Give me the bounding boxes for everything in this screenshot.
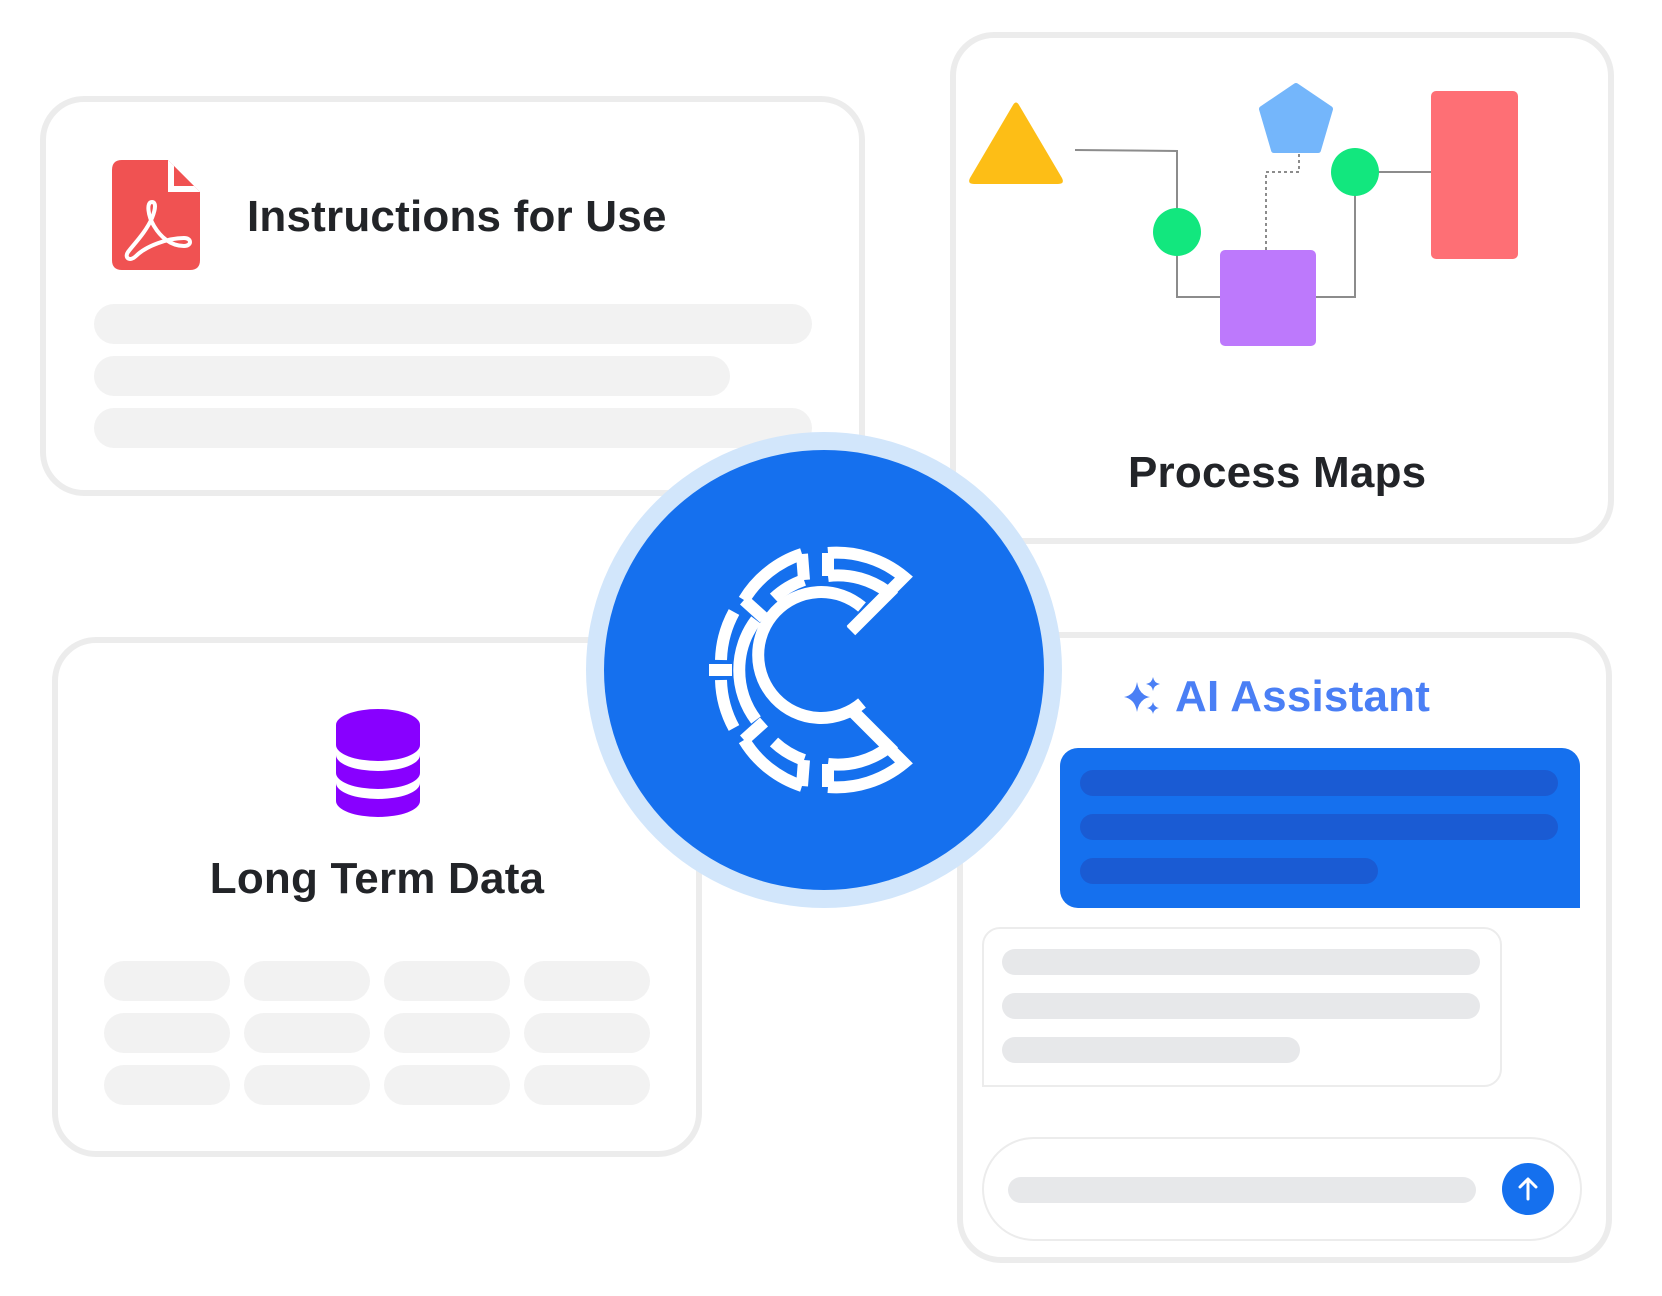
send-button[interactable] <box>1502 1163 1554 1215</box>
database-icon <box>336 709 420 817</box>
long-term-data-title: Long Term Data <box>209 854 545 903</box>
instructions-card[interactable]: Instructions for Use <box>40 96 865 496</box>
process-maps-card[interactable]: Process Maps <box>950 32 1614 544</box>
placeholder-line <box>94 304 812 344</box>
user-message-bubble <box>982 927 1502 1087</box>
ai-assistant-card[interactable]: AI Assistant <box>957 632 1612 1263</box>
placeholder-cell <box>524 961 650 1001</box>
message-line <box>1002 993 1480 1019</box>
brand-c-logo-icon <box>709 546 913 794</box>
center-logo-circle[interactable] <box>604 450 1044 890</box>
node-circle <box>1331 148 1379 196</box>
sparkle-icon <box>1124 677 1160 714</box>
pentagon-shape <box>1259 83 1333 153</box>
rectangle-shape <box>1431 91 1518 259</box>
pdf-file-icon <box>112 160 200 270</box>
placeholder-cell <box>384 1065 510 1105</box>
connector-line <box>1265 142 1300 280</box>
assistant-message-bubble <box>1060 748 1580 908</box>
message-line <box>1080 814 1558 840</box>
long-term-data-card[interactable]: Long Term Data <box>52 637 702 1157</box>
process-maps-title: Process Maps <box>1128 448 1427 497</box>
message-line <box>1002 949 1480 975</box>
placeholder-cell <box>384 1013 510 1053</box>
connector-line <box>1074 149 1178 232</box>
triangle-shape <box>969 102 1063 184</box>
square-shape <box>1220 250 1316 346</box>
arrow-up-icon <box>1518 1177 1538 1201</box>
connector-line <box>1312 172 1356 298</box>
message-line <box>1080 770 1558 796</box>
placeholder-cell <box>104 1065 230 1105</box>
chat-input[interactable] <box>982 1137 1582 1241</box>
message-line <box>1080 858 1378 884</box>
message-line <box>1002 1037 1300 1063</box>
flow-diagram-icon <box>969 83 1518 346</box>
placeholder-cell <box>244 1065 370 1105</box>
placeholder-cell <box>524 1013 650 1053</box>
center-logo-halo <box>586 432 1062 908</box>
placeholder-cell <box>104 961 230 1001</box>
placeholder-cell <box>524 1065 650 1105</box>
placeholder-cell <box>384 961 510 1001</box>
placeholder-cell <box>244 961 370 1001</box>
ai-assistant-title: AI Assistant <box>1175 672 1431 721</box>
instructions-title: Instructions for Use <box>247 192 667 241</box>
node-circle <box>1153 208 1201 256</box>
placeholder-cell <box>244 1013 370 1053</box>
placeholder-line <box>94 408 812 448</box>
placeholder-line <box>94 356 730 396</box>
placeholder-cell <box>104 1013 230 1053</box>
input-placeholder-line <box>1008 1177 1476 1203</box>
